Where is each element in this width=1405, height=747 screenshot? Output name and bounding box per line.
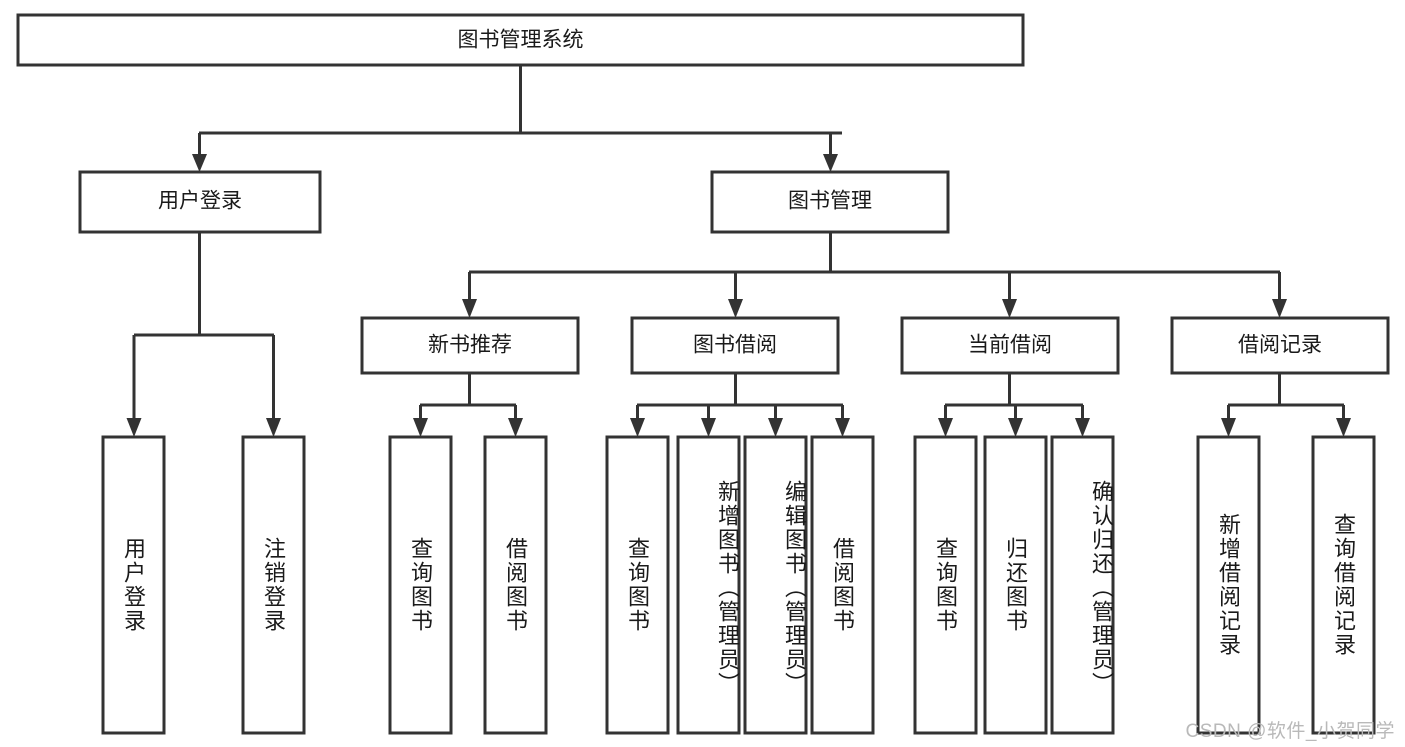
arrowhead-leaf-borrow-book	[835, 418, 850, 437]
arrowhead-leaf-query-book-recommend	[413, 418, 428, 437]
connector-group-book-manage	[462, 232, 1287, 318]
node-leaf-borrow-book-recommend-box[interactable]	[483, 435, 548, 735]
arrowhead-leaf-user-login	[126, 418, 142, 437]
arrowhead-leaf-query-borrow-record	[1336, 418, 1351, 437]
node-root[interactable]: 图书管理系统	[16, 13, 1025, 67]
node-borrow-record-box[interactable]	[1170, 316, 1390, 375]
node-book-manage-label: 图书管理	[788, 190, 872, 213]
node-new-book-recommend-box[interactable]	[360, 316, 580, 375]
arrowhead-leaf-add-borrow-record	[1221, 418, 1236, 437]
arrowhead-leaf-query-book-current	[938, 418, 953, 437]
arrowhead-leaf-return-book	[1008, 418, 1023, 437]
arrowhead-new-book-recommend	[462, 299, 477, 318]
leaf-boxes	[101, 435, 1376, 735]
node-borrow-record[interactable]: 借阅记录	[1170, 316, 1390, 375]
node-book-manage[interactable]: 图书管理	[710, 170, 950, 234]
arrowhead-leaf-add-book-admin	[701, 418, 716, 437]
arrowhead-leaf-borrow-book-recommend	[508, 418, 523, 437]
arrowhead-current-borrow	[1002, 299, 1017, 318]
connector-group-book-borrow	[630, 373, 850, 437]
node-new-book-recommend[interactable]: 新书推荐	[360, 316, 580, 375]
arrowhead-leaf-confirm-return-admin	[1075, 418, 1090, 437]
node-leaf-query-borrow-record-box[interactable]	[1311, 435, 1376, 735]
node-user-login[interactable]: 用户登录	[78, 170, 322, 234]
node-leaf-return-book-box[interactable]	[983, 435, 1048, 735]
node-book-manage-box[interactable]	[710, 170, 950, 234]
node-root-box[interactable]	[16, 13, 1025, 67]
arrowhead-leaf-edit-book-admin	[768, 418, 783, 437]
node-leaf-add-borrow-record-box[interactable]	[1196, 435, 1261, 735]
node-current-borrow-label: 当前借阅	[968, 334, 1052, 357]
node-new-book-recommend-label: 新书推荐	[428, 334, 512, 357]
node-leaf-query-book-borrow-box[interactable]	[605, 435, 670, 735]
node-leaf-user-login-box[interactable]	[101, 435, 166, 735]
arrowhead-leaf-query-book-borrow	[630, 418, 645, 437]
node-borrow-record-label: 借阅记录	[1238, 334, 1322, 357]
node-leaf-logout-box[interactable]	[241, 435, 306, 735]
node-leaf-query-book-recommend-box[interactable]	[388, 435, 453, 735]
arrowhead-leaf-logout	[266, 418, 281, 437]
connector-group-new-book-recommend	[413, 373, 523, 437]
node-user-login-box[interactable]	[78, 170, 322, 234]
node-root-label: 图书管理系统	[458, 29, 584, 52]
csdn-watermark: CSDN @软件_小贺同学	[1185, 721, 1395, 742]
node-leaf-edit-book-admin-box[interactable]	[743, 435, 808, 735]
connector-group-root	[192, 65, 842, 172]
node-leaf-add-book-admin-box[interactable]	[676, 435, 741, 735]
node-user-login-label: 用户登录	[158, 190, 242, 213]
arrowhead-borrow-record	[1272, 299, 1287, 318]
node-leaf-query-book-current-box[interactable]	[913, 435, 978, 735]
arrowhead-book-borrow	[728, 299, 743, 318]
node-current-borrow-box[interactable]	[900, 316, 1120, 375]
arrowhead-book-manage	[823, 154, 838, 172]
connector-group-user-login	[126, 232, 281, 437]
node-book-borrow[interactable]: 图书借阅	[630, 316, 840, 375]
connector-group-current-borrow	[938, 373, 1090, 437]
node-leaf-borrow-book-box[interactable]	[810, 435, 875, 735]
arrowhead-user-login	[192, 154, 207, 172]
connector-group-borrow-record	[1221, 373, 1351, 437]
node-book-borrow-label: 图书借阅	[693, 334, 777, 357]
node-leaf-confirm-return-admin-box[interactable]	[1050, 435, 1115, 735]
node-current-borrow[interactable]: 当前借阅	[900, 316, 1120, 375]
node-book-borrow-box[interactable]	[630, 316, 840, 375]
